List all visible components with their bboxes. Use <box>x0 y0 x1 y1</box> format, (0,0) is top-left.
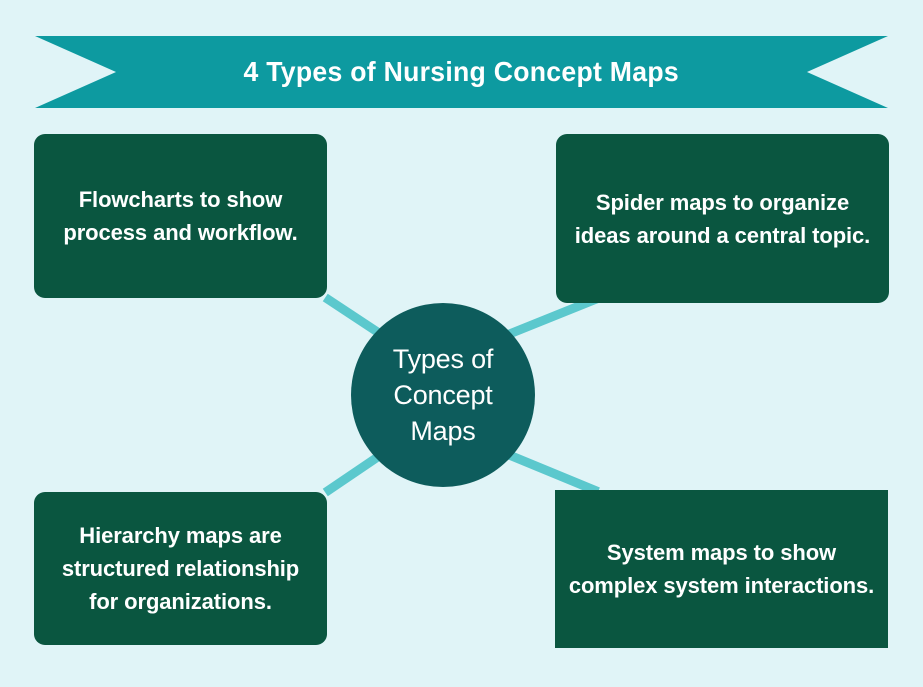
concept-box-spider-maps: Spider maps to organize ideas around a c… <box>556 134 889 303</box>
center-label-line-3: Maps <box>410 416 476 446</box>
center-circle-node: Types of Concept Maps <box>351 303 535 487</box>
title-banner: 4 Types of Nursing Concept Maps <box>35 36 888 108</box>
page-title: 4 Types of Nursing Concept Maps <box>243 56 680 87</box>
concept-box-text: Spider maps to organize ideas around a c… <box>574 189 871 248</box>
center-label-line-1: Types of <box>392 344 494 374</box>
concept-box-text: Hierarchy maps are structured relationsh… <box>61 523 300 614</box>
concept-box-hierarchy-maps: Hierarchy maps are structured relationsh… <box>34 492 327 645</box>
concept-box-system-maps: System maps to show complex system inter… <box>555 490 888 648</box>
concept-box-flowcharts: Flowcharts to show process and workflow. <box>34 134 327 298</box>
concept-box-text: Flowcharts to show process and workflow. <box>63 187 298 245</box>
center-circle-label: Types of Concept Maps <box>392 341 494 449</box>
concept-box-text: System maps to show complex system inter… <box>568 540 875 598</box>
center-label-line-2: Concept <box>393 380 493 410</box>
connector-line-top-right <box>496 294 600 343</box>
connector-line-bottom-right <box>496 446 600 496</box>
